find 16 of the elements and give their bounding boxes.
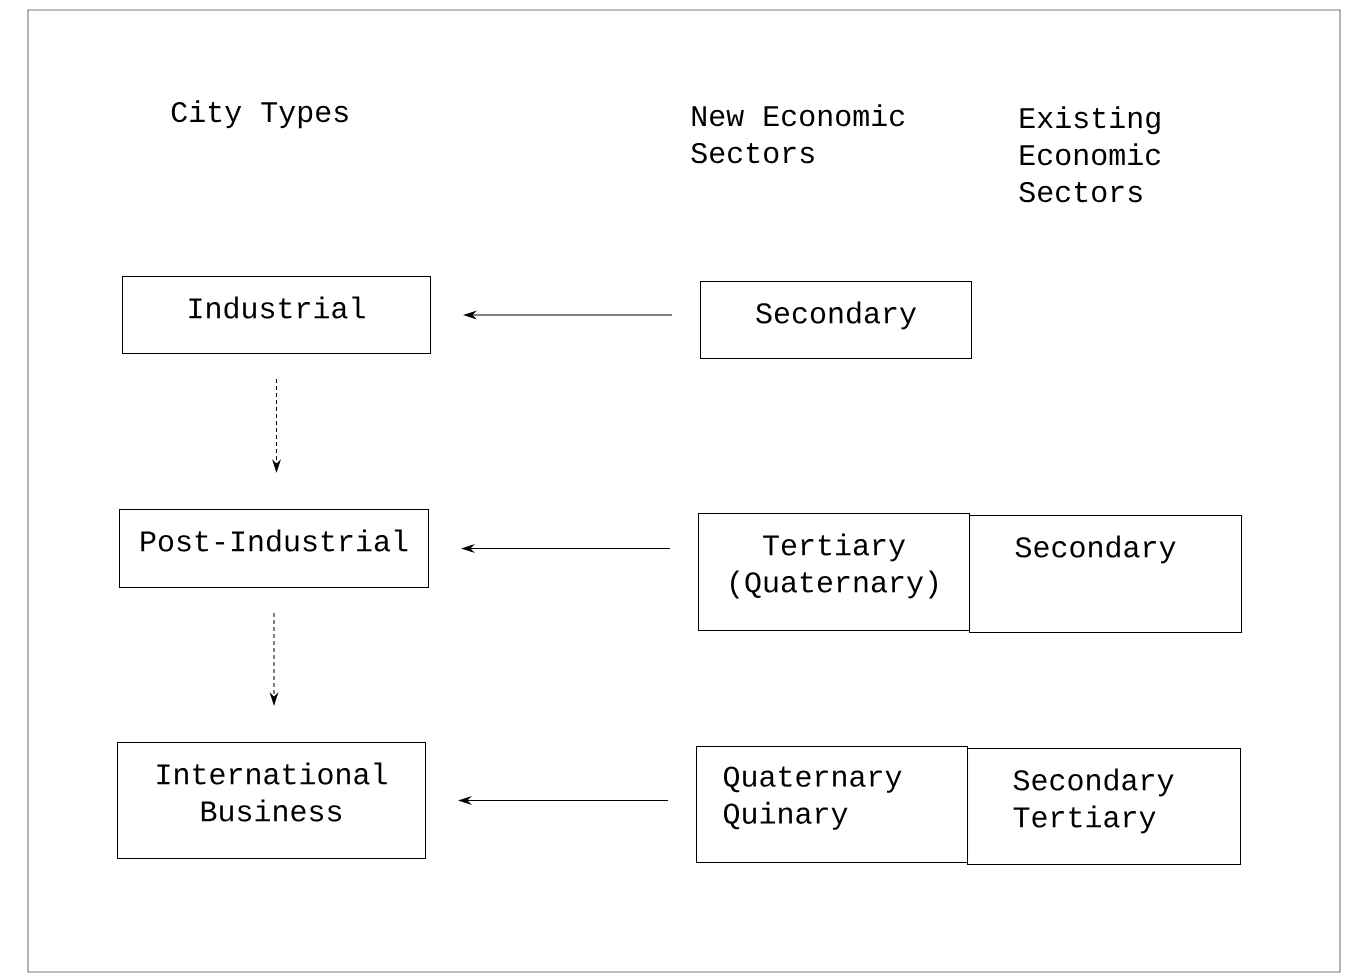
text-box: Tertiary (Quaternary)	[698, 513, 970, 631]
column-heading: City Types	[171, 100, 348, 129]
text-box: Secondary	[969, 515, 1242, 633]
arrow	[459, 796, 669, 805]
text-box: Secondary Tertiary	[967, 748, 1241, 865]
arrow	[270, 612, 278, 705]
arrow	[272, 378, 281, 472]
column-heading: Existing Economic Sectors	[1019, 106, 1161, 203]
arrow	[464, 311, 673, 319]
text-box: Industrial	[122, 276, 431, 354]
text-box: Quaternary Quinary	[696, 746, 968, 863]
arrow	[462, 544, 671, 553]
column-heading: New Economic Sectors	[691, 104, 905, 164]
text-box: International Business	[117, 742, 426, 859]
text-box: Secondary	[700, 281, 972, 359]
text-box: Post-Industrial	[119, 509, 429, 588]
